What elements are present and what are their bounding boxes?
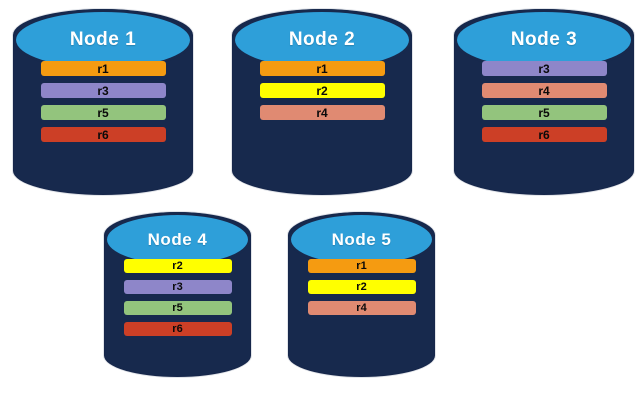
node-title: Node 1 (69, 29, 137, 50)
node-title: Node 2 (288, 29, 356, 50)
replica-chip[interactable]: r1 (307, 259, 416, 273)
replica-chip[interactable]: r1 (40, 61, 166, 76)
replica-chip[interactable]: r3 (123, 280, 232, 294)
replica-chip[interactable]: r5 (40, 105, 166, 120)
node-cylinder-4[interactable]: Node 4 r2 r3 r5 r6 (104, 212, 251, 377)
replica-chip[interactable]: r5 (481, 105, 607, 120)
node-title: Node 3 (510, 29, 578, 50)
replica-stack: r1 r2 r4 (288, 259, 435, 322)
replica-chip[interactable]: r3 (40, 83, 166, 98)
node-cylinder-1[interactable]: Node 1 r1 r3 r5 r6 (13, 9, 193, 195)
replica-chip[interactable]: r6 (481, 127, 607, 142)
node-title: Node 5 (331, 229, 392, 249)
replica-stack: r3 r4 r5 r6 (454, 61, 634, 149)
replica-chip[interactable]: r6 (40, 127, 166, 142)
node-cylinder-5[interactable]: Node 5 r1 r2 r4 (288, 212, 435, 377)
node-title: Node 4 (147, 229, 208, 249)
cylinder-top-ellipse: Node 2 (232, 9, 412, 71)
replica-chip[interactable]: r6 (123, 322, 232, 336)
replica-chip[interactable]: r4 (307, 301, 416, 315)
replica-chip[interactable]: r2 (123, 259, 232, 273)
cylinder-top-ellipse: Node 1 (13, 9, 193, 71)
node-cylinder-2[interactable]: Node 2 r1 r2 r4 (232, 9, 412, 195)
replica-chip[interactable]: r2 (307, 280, 416, 294)
replica-chip[interactable]: r2 (259, 83, 385, 98)
replica-stack: r2 r3 r5 r6 (104, 259, 251, 343)
replica-chip[interactable]: r3 (481, 61, 607, 76)
node-cylinder-3[interactable]: Node 3 r3 r4 r5 r6 (454, 9, 634, 195)
replica-chip[interactable]: r5 (123, 301, 232, 315)
replica-chip[interactable]: r1 (259, 61, 385, 76)
replica-chip[interactable]: r4 (481, 83, 607, 98)
replica-chip[interactable]: r4 (259, 105, 385, 120)
replica-stack: r1 r2 r4 (232, 61, 412, 127)
replica-stack: r1 r3 r5 r6 (13, 61, 193, 149)
